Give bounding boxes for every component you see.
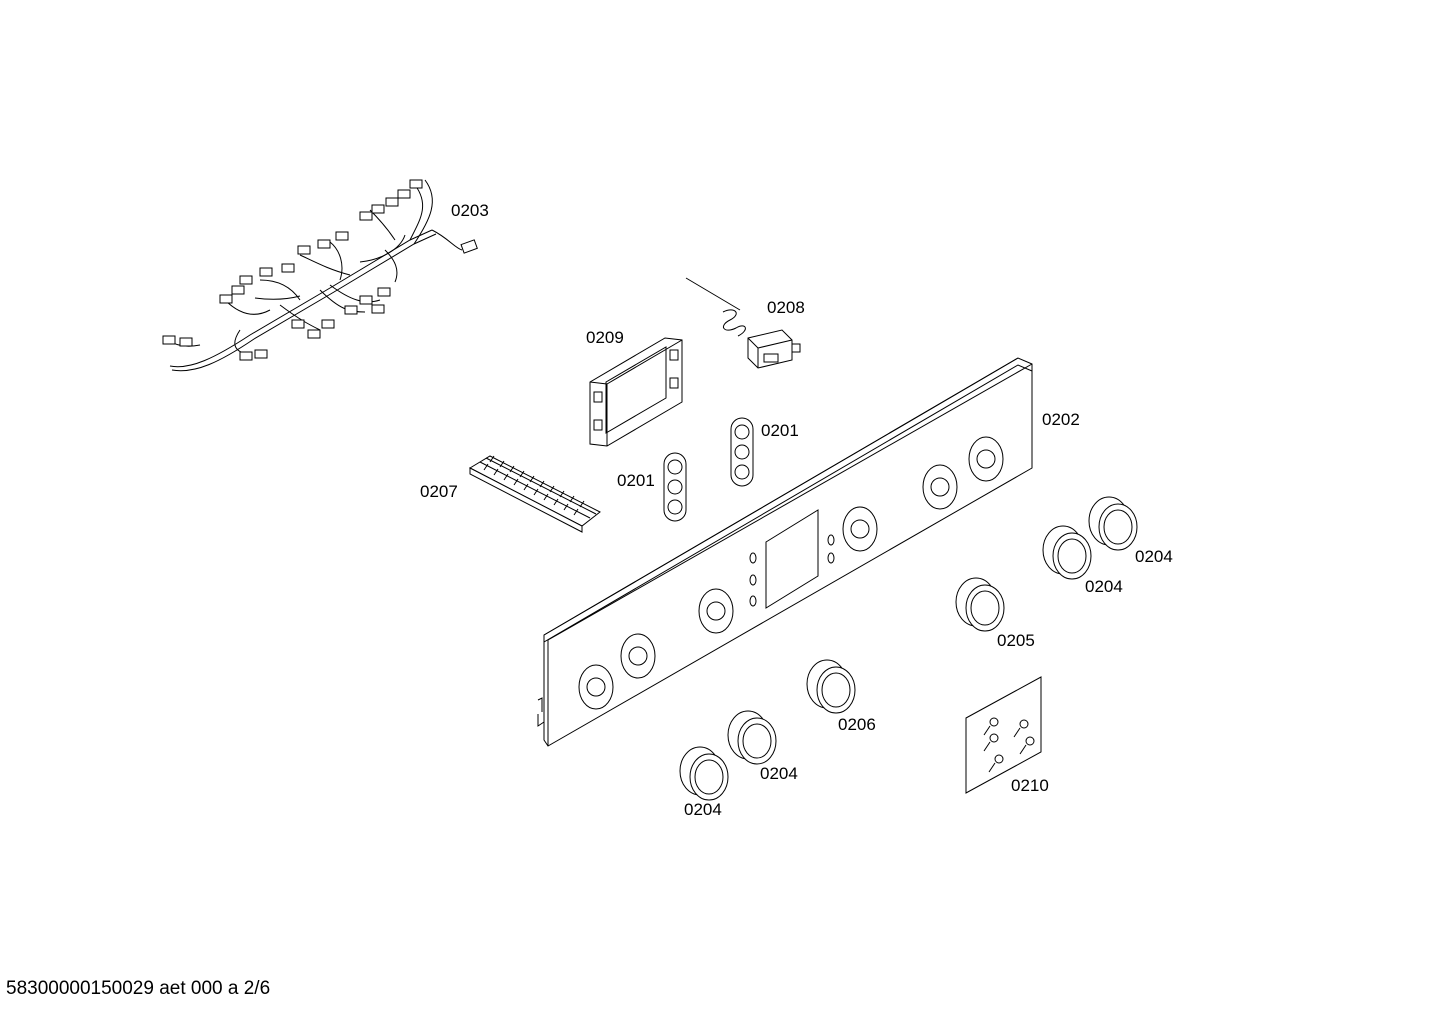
part-label-0201: 0201 [761, 421, 799, 440]
knob [806, 659, 856, 714]
knob [679, 746, 729, 801]
part-label-0205: 0205 [997, 631, 1035, 650]
electronic-module [589, 337, 683, 447]
part-label-0201: 0201 [617, 471, 655, 490]
panel-knob-hole [620, 633, 656, 679]
part-label-0208: 0208 [767, 298, 805, 317]
part-label-0204: 0204 [684, 800, 722, 819]
screw-icon [988, 754, 1004, 773]
panel-knob-hole [842, 506, 878, 552]
part-label-0204: 0204 [1085, 577, 1123, 596]
panel-knob-hole [578, 664, 614, 710]
thermostat [685, 277, 801, 369]
knob [727, 710, 777, 765]
part-label-0204: 0204 [760, 764, 798, 783]
spacer-strip-right [730, 417, 754, 487]
terminal-block [468, 455, 601, 533]
control-panel [537, 357, 1033, 747]
spacer-strip-left [663, 452, 687, 522]
screw-icon [1013, 719, 1029, 738]
part-label-0204: 0204 [1135, 547, 1173, 566]
knob [1042, 525, 1092, 580]
part-label-0207: 0207 [420, 482, 458, 501]
screw-icon [1019, 736, 1035, 755]
panel-knob-hole [922, 464, 958, 510]
drawing-reference-footer: 58300000150029 aet 000 a 2/6 [6, 978, 271, 999]
part-label-0203: 0203 [451, 201, 489, 220]
part-label-0202: 0202 [1042, 410, 1080, 429]
wiring-harness [162, 179, 478, 372]
knob [955, 577, 1005, 632]
part-label-0206: 0206 [838, 715, 876, 734]
screw-set [965, 676, 1042, 794]
part-label-0210: 0210 [1011, 776, 1049, 795]
screw-icon [983, 733, 999, 752]
panel-knob-hole [968, 436, 1004, 482]
part-label-0209: 0209 [586, 328, 624, 347]
knob [1088, 496, 1138, 551]
screw-icon [983, 717, 999, 736]
panel-knob-hole [698, 588, 734, 634]
